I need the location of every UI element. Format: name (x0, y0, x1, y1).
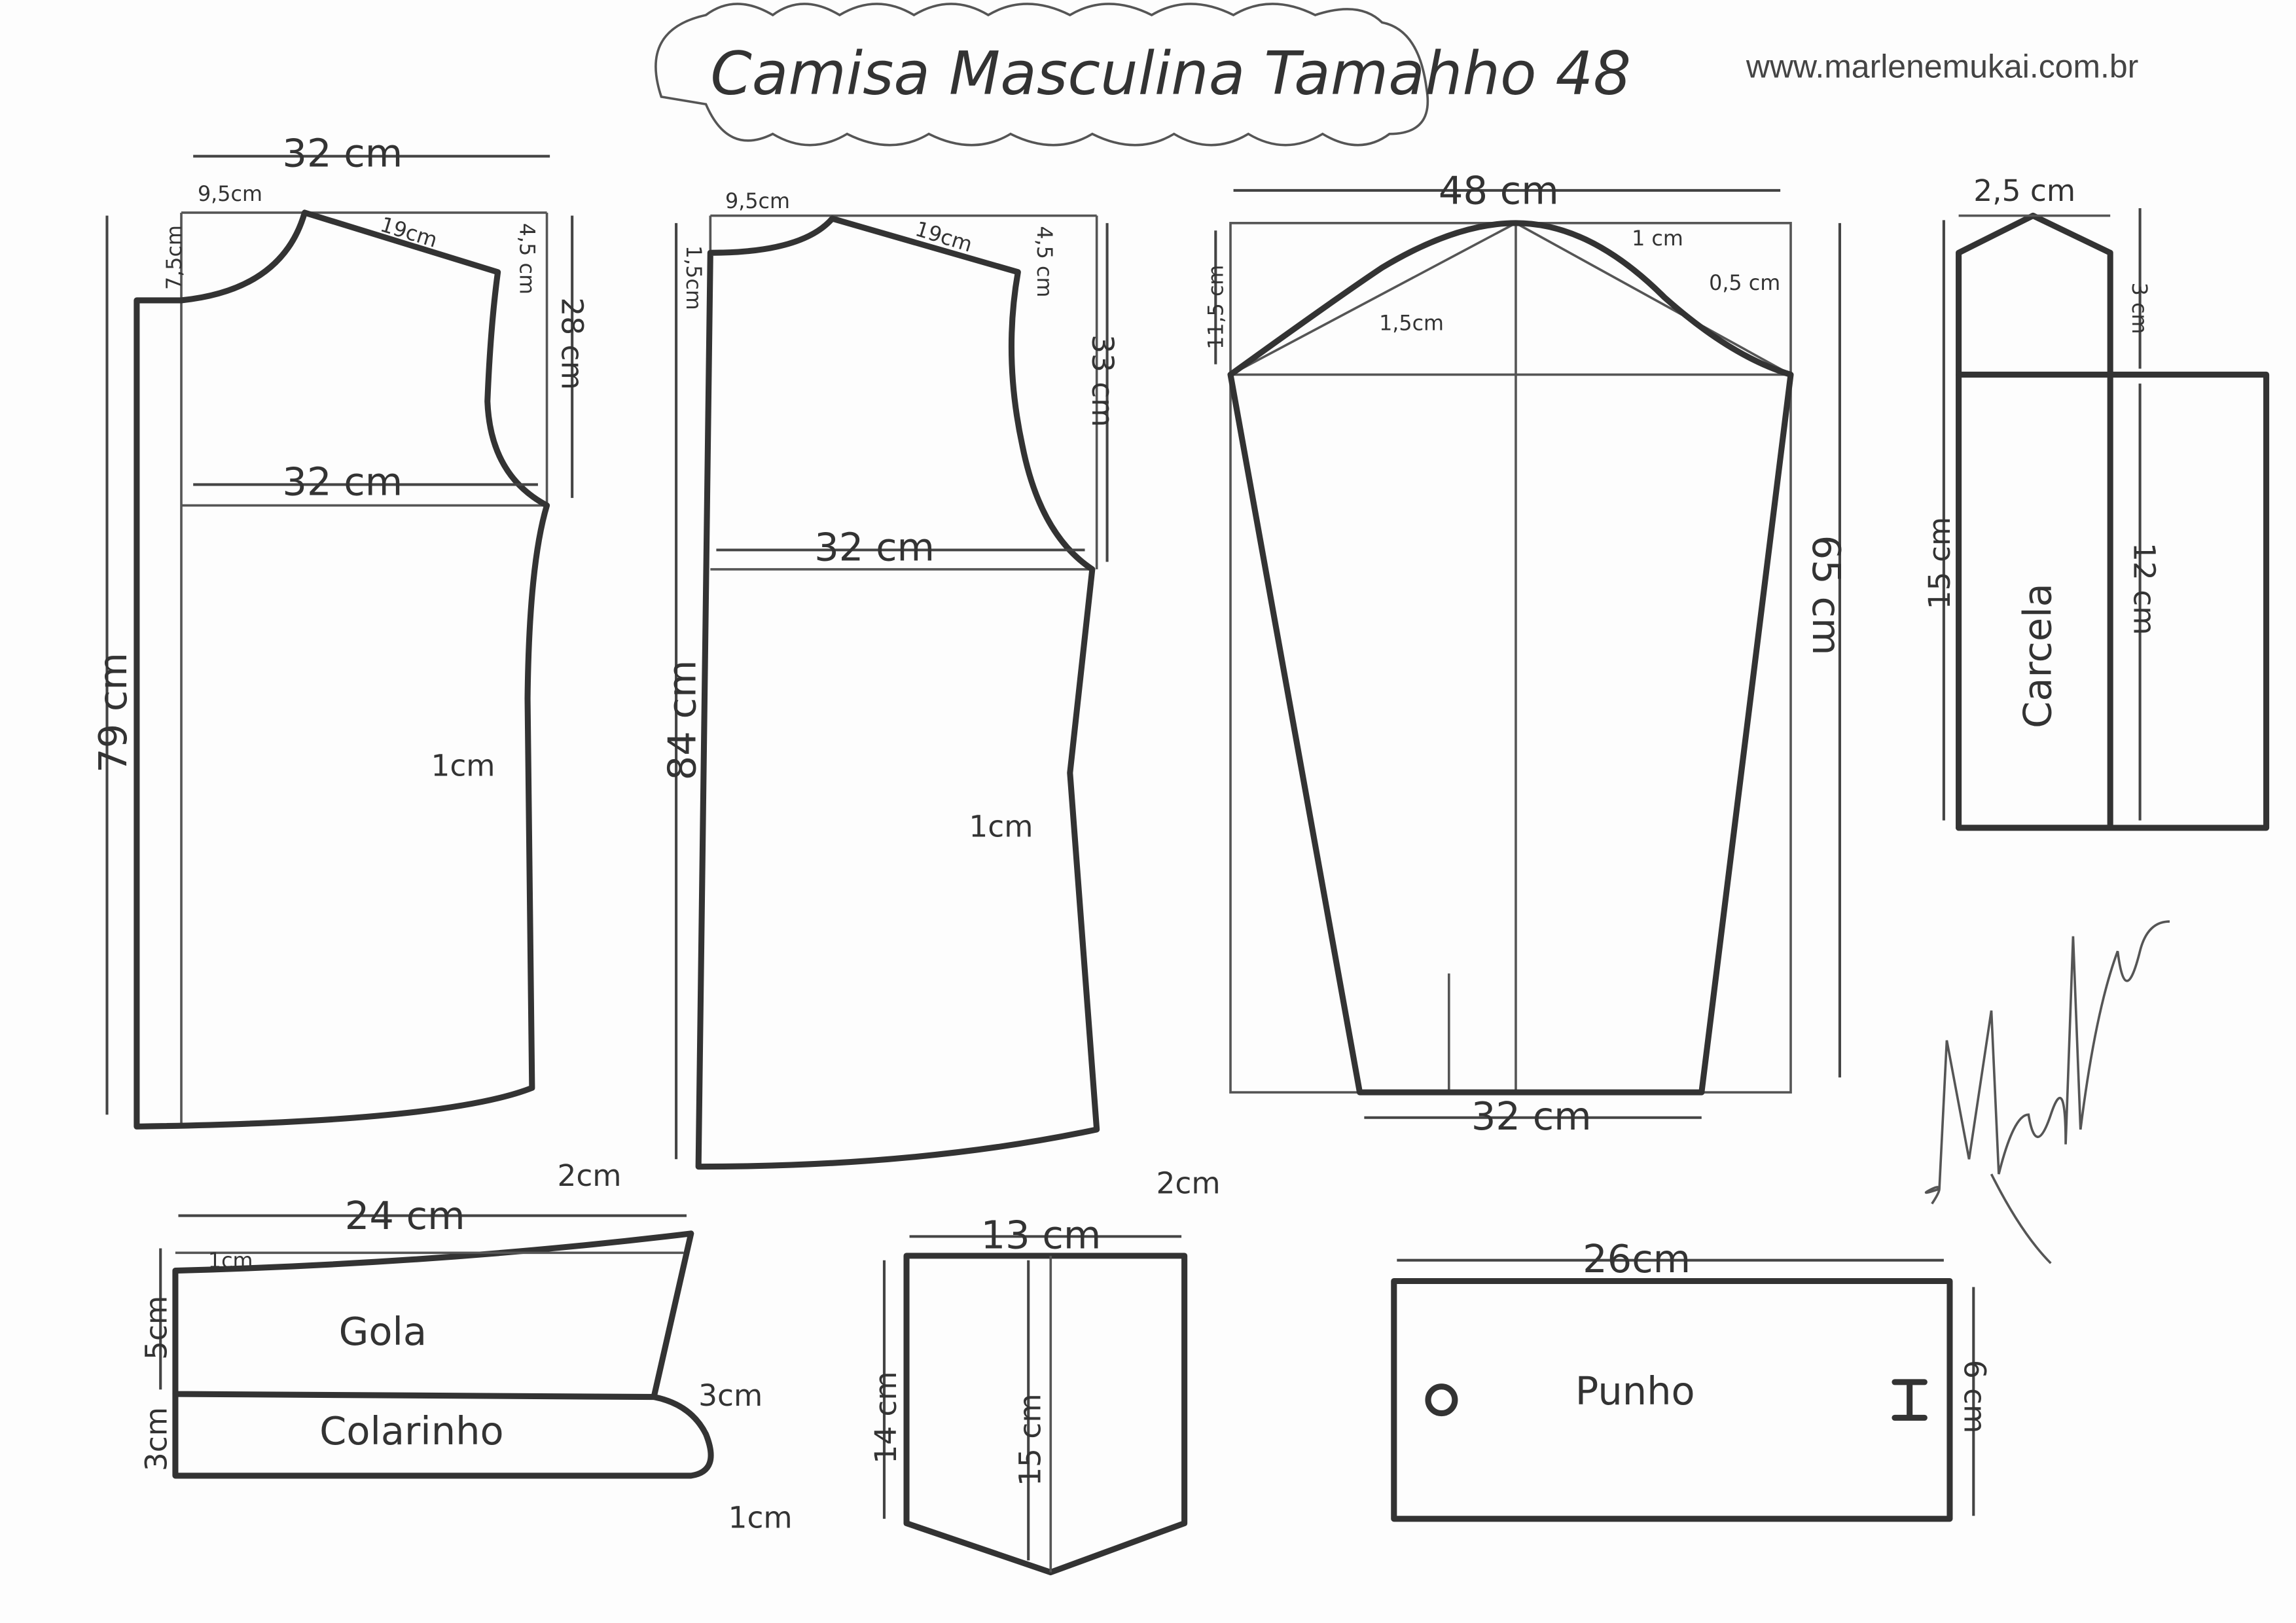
back-neck-width-label: 9,5cm (725, 190, 790, 213)
cuff-piece: 26cm 6 cm Punho (1391, 1236, 1992, 1522)
sleeve-length-label: 65 cm (1804, 535, 1849, 656)
front-length-label: 79 cm (90, 652, 135, 773)
pocket-center-label: 15 cm (1013, 1393, 1047, 1486)
back-length-label: 84 cm (660, 660, 705, 781)
collar-rise-label: 1cm (208, 1249, 253, 1273)
back-neck-depth-label: 1,5cm (681, 245, 705, 310)
front-hem-label: 2cm (557, 1158, 621, 1193)
website-url: www.marlenemukai.com.br (1746, 48, 2138, 84)
back-piece: 9,5cm 1,5cm 19cm 4,5 cm 33 cm 32 cm 84 c… (660, 190, 1221, 1200)
collar-stand-side-label: 3cm (698, 1378, 762, 1413)
sleeve-offset-a-label: 1 cm (1632, 227, 1683, 251)
front-width-label: 32 cm (282, 131, 403, 176)
back-side-label: 1cm (969, 810, 1033, 844)
title-cloud: Camisa Masculina Tamahho 48 (655, 3, 1631, 147)
back-hem-label: 2cm (1156, 1166, 1220, 1201)
sleeve-offset-c-label: 0,5 cm (1709, 272, 1780, 295)
front-side-label: 1cm (431, 749, 495, 783)
front-neck-width-label: 9,5cm (198, 183, 262, 206)
back-shoulder-drop-label: 4,5 cm (1032, 226, 1056, 297)
sleeve-cap-height-label: 11,5 cm (1205, 265, 1229, 349)
button-mark (1425, 1383, 1458, 1417)
sleeve-width-label: 48 cm (1439, 168, 1559, 213)
front-piece: 32 cm 9,5cm 7,5cm 19cm 4,5 cm 28 cm 32 c… (90, 131, 622, 1194)
placket-length-label: 15 cm (1922, 517, 1957, 609)
cuff-name: Punho (1575, 1368, 1695, 1414)
cuff-width-label: 26cm (1583, 1236, 1691, 1281)
placket-point-label: 3 cm (2127, 283, 2151, 334)
back-chest-label: 32 cm (814, 524, 935, 569)
placket-inner-label: 12 cm (2127, 543, 2162, 635)
sleeve-offset-b-label: 1,5cm (1379, 312, 1444, 335)
front-shoulder-drop-label: 4,5 cm (515, 223, 539, 294)
sleeve-piece: 48 cm 11,5 cm 1 cm 1,5cm 0,5 cm 65 cm 32… (1205, 168, 1849, 1139)
collar-stand-name: Colarinho (319, 1408, 503, 1454)
pocket-width-label: 13 cm (981, 1213, 1102, 1258)
back-armhole-label: 33 cm (1085, 334, 1120, 427)
pocket-side-label: 14 cm (869, 1371, 903, 1463)
collar-stand-height-label: 3cm (139, 1407, 173, 1471)
pocket-piece: 13 cm 14 cm 15 cm (869, 1213, 1188, 1576)
collar-height-label: 5cm (139, 1296, 173, 1360)
sleeve-cuff-width-label: 32 cm (1471, 1094, 1592, 1139)
placket-piece: 2,5 cm 3 cm 15 cm 12 cm Carcela (1922, 173, 2270, 831)
collar-piece: 24 cm 1cm 5cm 3cm 3cm 1cm Gola Colarinho (139, 1193, 792, 1535)
collar-tip-label: 1cm (728, 1500, 793, 1535)
front-neck-depth-label: 7,5cm (163, 225, 187, 290)
front-chest-label: 32 cm (282, 459, 403, 504)
title: Camisa Masculina Tamahho 48 (710, 39, 1631, 108)
placket-name: Carcela (2015, 583, 2060, 728)
placket-width-label: 2,5 cm (1973, 173, 2075, 208)
collar-width-label: 24 cm (345, 1193, 465, 1238)
buttonhole-mark (1892, 1379, 1928, 1421)
cuff-height-label: 6 cm (1958, 1360, 1992, 1434)
collar-name: Gola (339, 1309, 427, 1354)
front-armhole-label: 28 cm (554, 297, 589, 389)
signature (1924, 920, 2170, 1264)
